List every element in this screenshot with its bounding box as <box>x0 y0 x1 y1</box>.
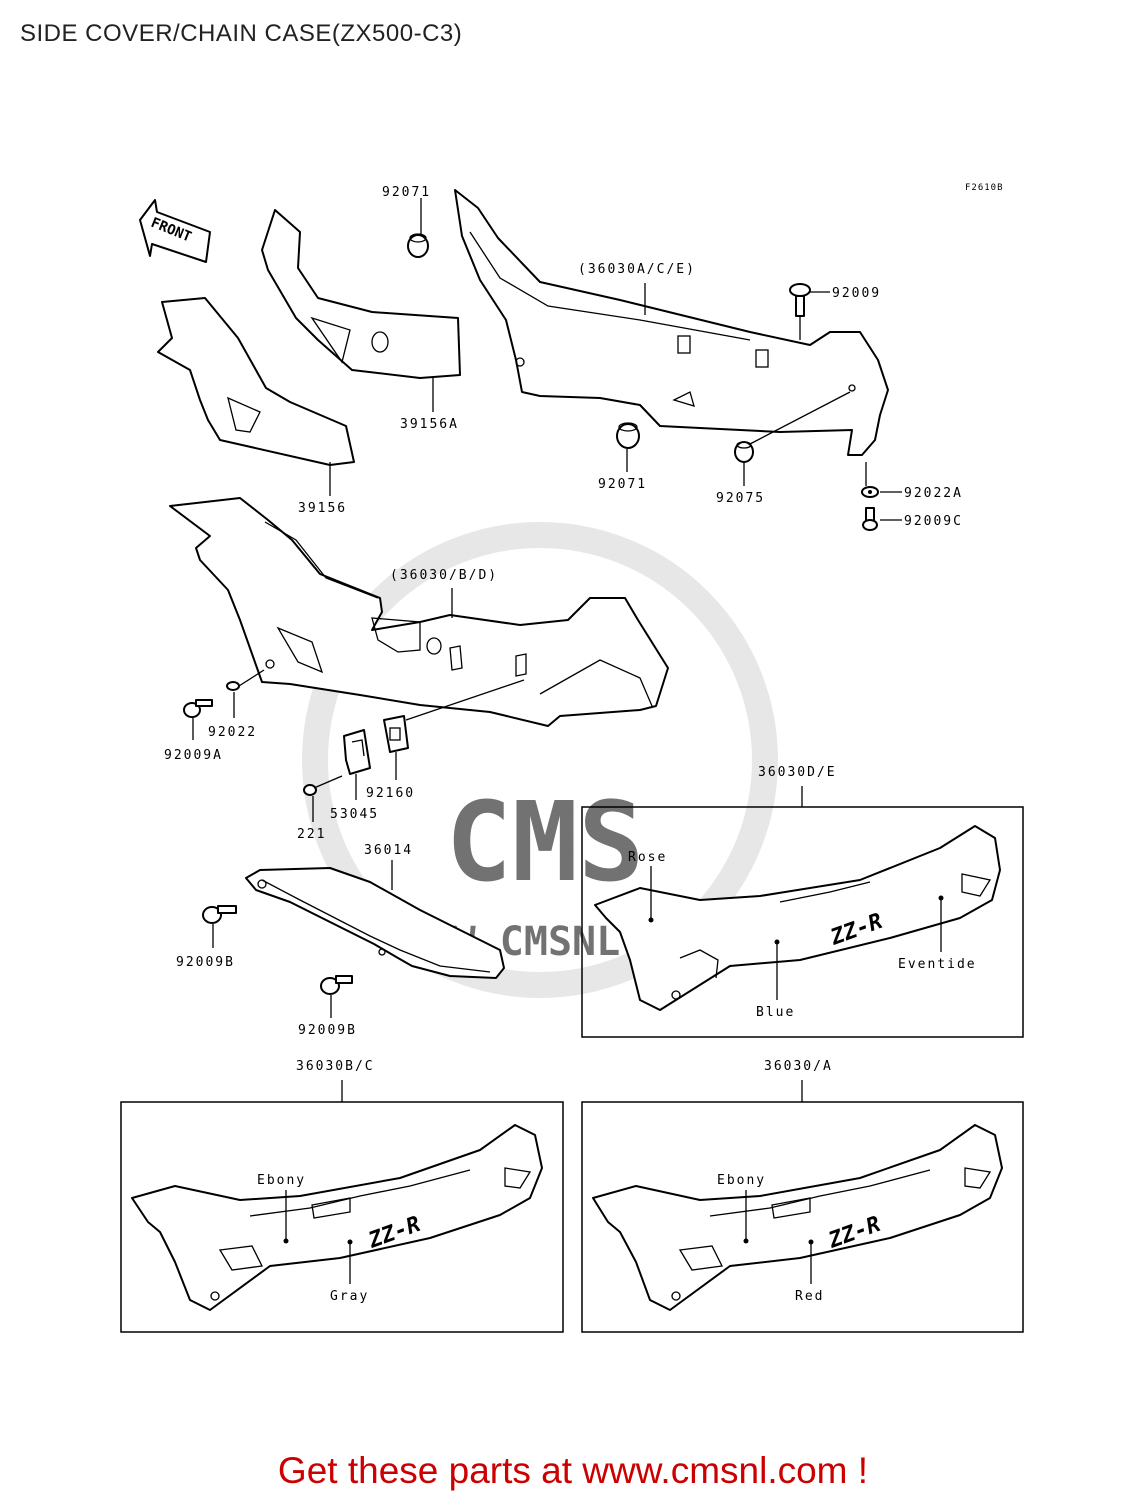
washer-92022-icon <box>226 681 240 691</box>
grommet-92075-icon <box>734 441 754 463</box>
inset-36030bc: 36030B/C ZZ-R Ebony Gray <box>120 1059 564 1333</box>
grommet-92071-bottom-icon <box>616 422 640 449</box>
label-36030bd: (36030/B/D) <box>390 568 498 583</box>
washer-92022a-icon <box>861 486 879 498</box>
inset-36030de: 36030D/E ZZ-R Rose Blue Eventide <box>581 765 1024 1038</box>
bolt-92009c-icon <box>862 507 878 531</box>
part-36014-chain-case <box>245 867 505 979</box>
label-36030ace: (36030A/C/E) <box>578 262 696 277</box>
bolt-92009b-bottom-icon <box>320 975 353 995</box>
part-36030bd-lower-side-cover <box>169 497 669 727</box>
part-36030ace-upper-side-cover <box>454 189 889 456</box>
label-53045: 53045 <box>330 807 379 822</box>
label-39156a: 39156A <box>400 417 459 432</box>
label-92009b-left: 92009B <box>176 955 235 970</box>
inset-code: 36030D/E <box>758 765 837 780</box>
front-arrow-icon: FRONT <box>139 199 211 263</box>
clip-92160-icon <box>383 715 409 753</box>
color-label-blue: Blue <box>756 1005 795 1020</box>
label-92022: 92022 <box>208 725 257 740</box>
label-92075: 92075 <box>716 491 765 506</box>
bolt-92009-icon <box>789 283 811 317</box>
watermark-brand: CMS <box>446 778 645 906</box>
screw-221-icon <box>303 775 343 796</box>
part-39156a-frame-cover <box>261 209 461 379</box>
color-label-rose: Rose <box>628 850 667 865</box>
figure-code: F2610B <box>965 183 1004 193</box>
color-label-gray: Gray <box>330 1289 369 1304</box>
inset-code: 36030/A <box>764 1059 833 1074</box>
color-label-ebony: Ebony <box>257 1173 306 1188</box>
watermark-ring <box>302 522 778 998</box>
bolt-92009b-left-icon <box>202 905 237 924</box>
page-title: SIDE COVER/CHAIN CASE(ZX500-C3) <box>20 20 463 47</box>
label-39156: 39156 <box>298 501 347 516</box>
label-92009b-bottom: 92009B <box>298 1023 357 1038</box>
inset-code: 36030B/C <box>296 1059 375 1074</box>
color-label-red: Red <box>795 1289 824 1304</box>
color-label-ebony: Ebony <box>717 1173 766 1188</box>
color-label-eventide: Eventide <box>898 957 977 972</box>
inset-36030a: 36030/A ZZ-R Ebony Red <box>581 1059 1024 1333</box>
label-92009c: 92009C <box>904 514 963 529</box>
footer-promo-text[interactable]: Get these parts at www.cmsnl.com ! <box>277 1450 869 1491</box>
label-36014: 36014 <box>364 843 413 858</box>
label-92160: 92160 <box>366 786 415 801</box>
label-221: 221 <box>297 827 326 842</box>
label-92022a: 92022A <box>904 486 963 501</box>
clip-53045-icon <box>343 729 371 775</box>
bolt-92009a-icon <box>183 699 213 718</box>
label-92009a: 92009A <box>164 748 223 763</box>
label-92071-top: 92071 <box>382 185 431 200</box>
grommet-92071-top-icon <box>407 233 429 258</box>
footer-promo-link[interactable]: Get these parts at www.cmsnl.com ! <box>0 1450 1146 1492</box>
label-92071-bottom: 92071 <box>598 477 647 492</box>
label-92009: 92009 <box>832 286 881 301</box>
